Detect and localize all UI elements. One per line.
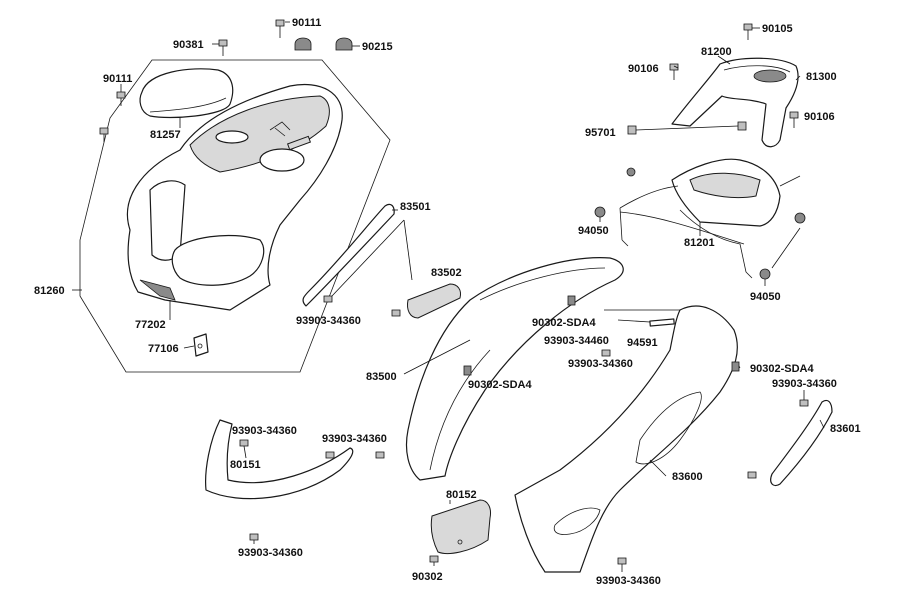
- clip-77106-part: [193, 333, 209, 357]
- label-90111-left: 90111: [103, 73, 132, 85]
- label-81200: 81200: [701, 46, 732, 58]
- label-90111-top: 90111: [292, 17, 321, 29]
- label-81201: 81201: [684, 237, 715, 249]
- label-77106: 77106: [148, 343, 179, 355]
- leader-lines: [72, 21, 825, 572]
- label-83502: 83502: [431, 267, 462, 279]
- label-90302-sda4-c: 90302-SDA4: [750, 363, 814, 375]
- label-90381: 90381: [173, 39, 204, 51]
- screws-93903-34360: [239, 295, 809, 565]
- bolt-90106-pair: [669, 63, 799, 128]
- label-90106-b: 90106: [804, 111, 835, 123]
- label-93903-34360-a: 93903-34360: [296, 315, 361, 327]
- side-strip-83601-part: [770, 399, 833, 487]
- label-93903-34360-d: 93903-34360: [232, 425, 297, 437]
- label-90302: 90302: [412, 571, 443, 583]
- body-cover-83500-part: [405, 257, 624, 481]
- cap-nut-90215-pair: [294, 37, 353, 51]
- rear-carrier-81200-part: [671, 57, 799, 148]
- label-94050-b: 94050: [750, 291, 781, 303]
- bolt-90111-top: [275, 19, 285, 38]
- label-83601: 83601: [830, 423, 861, 435]
- label-93903-34360-g: 93903-34360: [596, 575, 661, 587]
- label-90302-sda4-a: 90302-SDA4: [532, 317, 596, 329]
- label-90105: 90105: [762, 23, 793, 35]
- label-81300: 81300: [806, 71, 837, 83]
- seat-pad-part: [139, 68, 234, 119]
- label-80152: 80152: [446, 489, 477, 501]
- body-cover-83600-part: [514, 305, 738, 573]
- rear-frame-81201-part: [619, 158, 801, 279]
- bolt-90111-left: [99, 91, 126, 142]
- part-labels: 90111 90381 90215 90111 81257 81260 7720…: [34, 17, 861, 587]
- label-83501: 83501: [400, 201, 431, 213]
- cover-plate-80152-part: [430, 499, 491, 554]
- label-80151: 80151: [230, 459, 261, 471]
- label-93903-34460: 93903-34460: [544, 335, 609, 347]
- group-boundary-outline: [79, 59, 391, 373]
- label-93903-34360-c: 93903-34360: [772, 378, 837, 390]
- label-90215: 90215: [362, 41, 393, 53]
- label-93903-34360-f: 93903-34360: [238, 547, 303, 559]
- label-93903-34360-b: 93903-34360: [568, 358, 633, 370]
- helmet-box-part: [126, 83, 343, 311]
- label-83500: 83500: [366, 371, 397, 383]
- bolt-95701-pair: [627, 121, 747, 135]
- bolt-90105: [743, 23, 753, 40]
- label-81257: 81257: [150, 129, 181, 141]
- lower-trim-80151-part: [205, 419, 354, 500]
- label-90302-sda4-b: 90302-SDA4: [468, 379, 532, 391]
- label-94050-a: 94050: [578, 225, 609, 237]
- label-81260: 81260: [34, 285, 65, 297]
- cover-83502-part: [407, 283, 461, 319]
- bolt-90381: [218, 39, 228, 56]
- label-95701: 95701: [585, 127, 616, 139]
- side-strip-83501-part: [302, 203, 395, 307]
- label-94591: 94591: [627, 337, 658, 349]
- label-93903-34360-e: 93903-34360: [322, 433, 387, 445]
- pin-94591: [649, 318, 675, 327]
- label-77202: 77202: [135, 319, 166, 331]
- nut-94050-pair: [594, 167, 806, 280]
- label-90106-a: 90106: [628, 63, 659, 75]
- label-83600: 83600: [672, 471, 703, 483]
